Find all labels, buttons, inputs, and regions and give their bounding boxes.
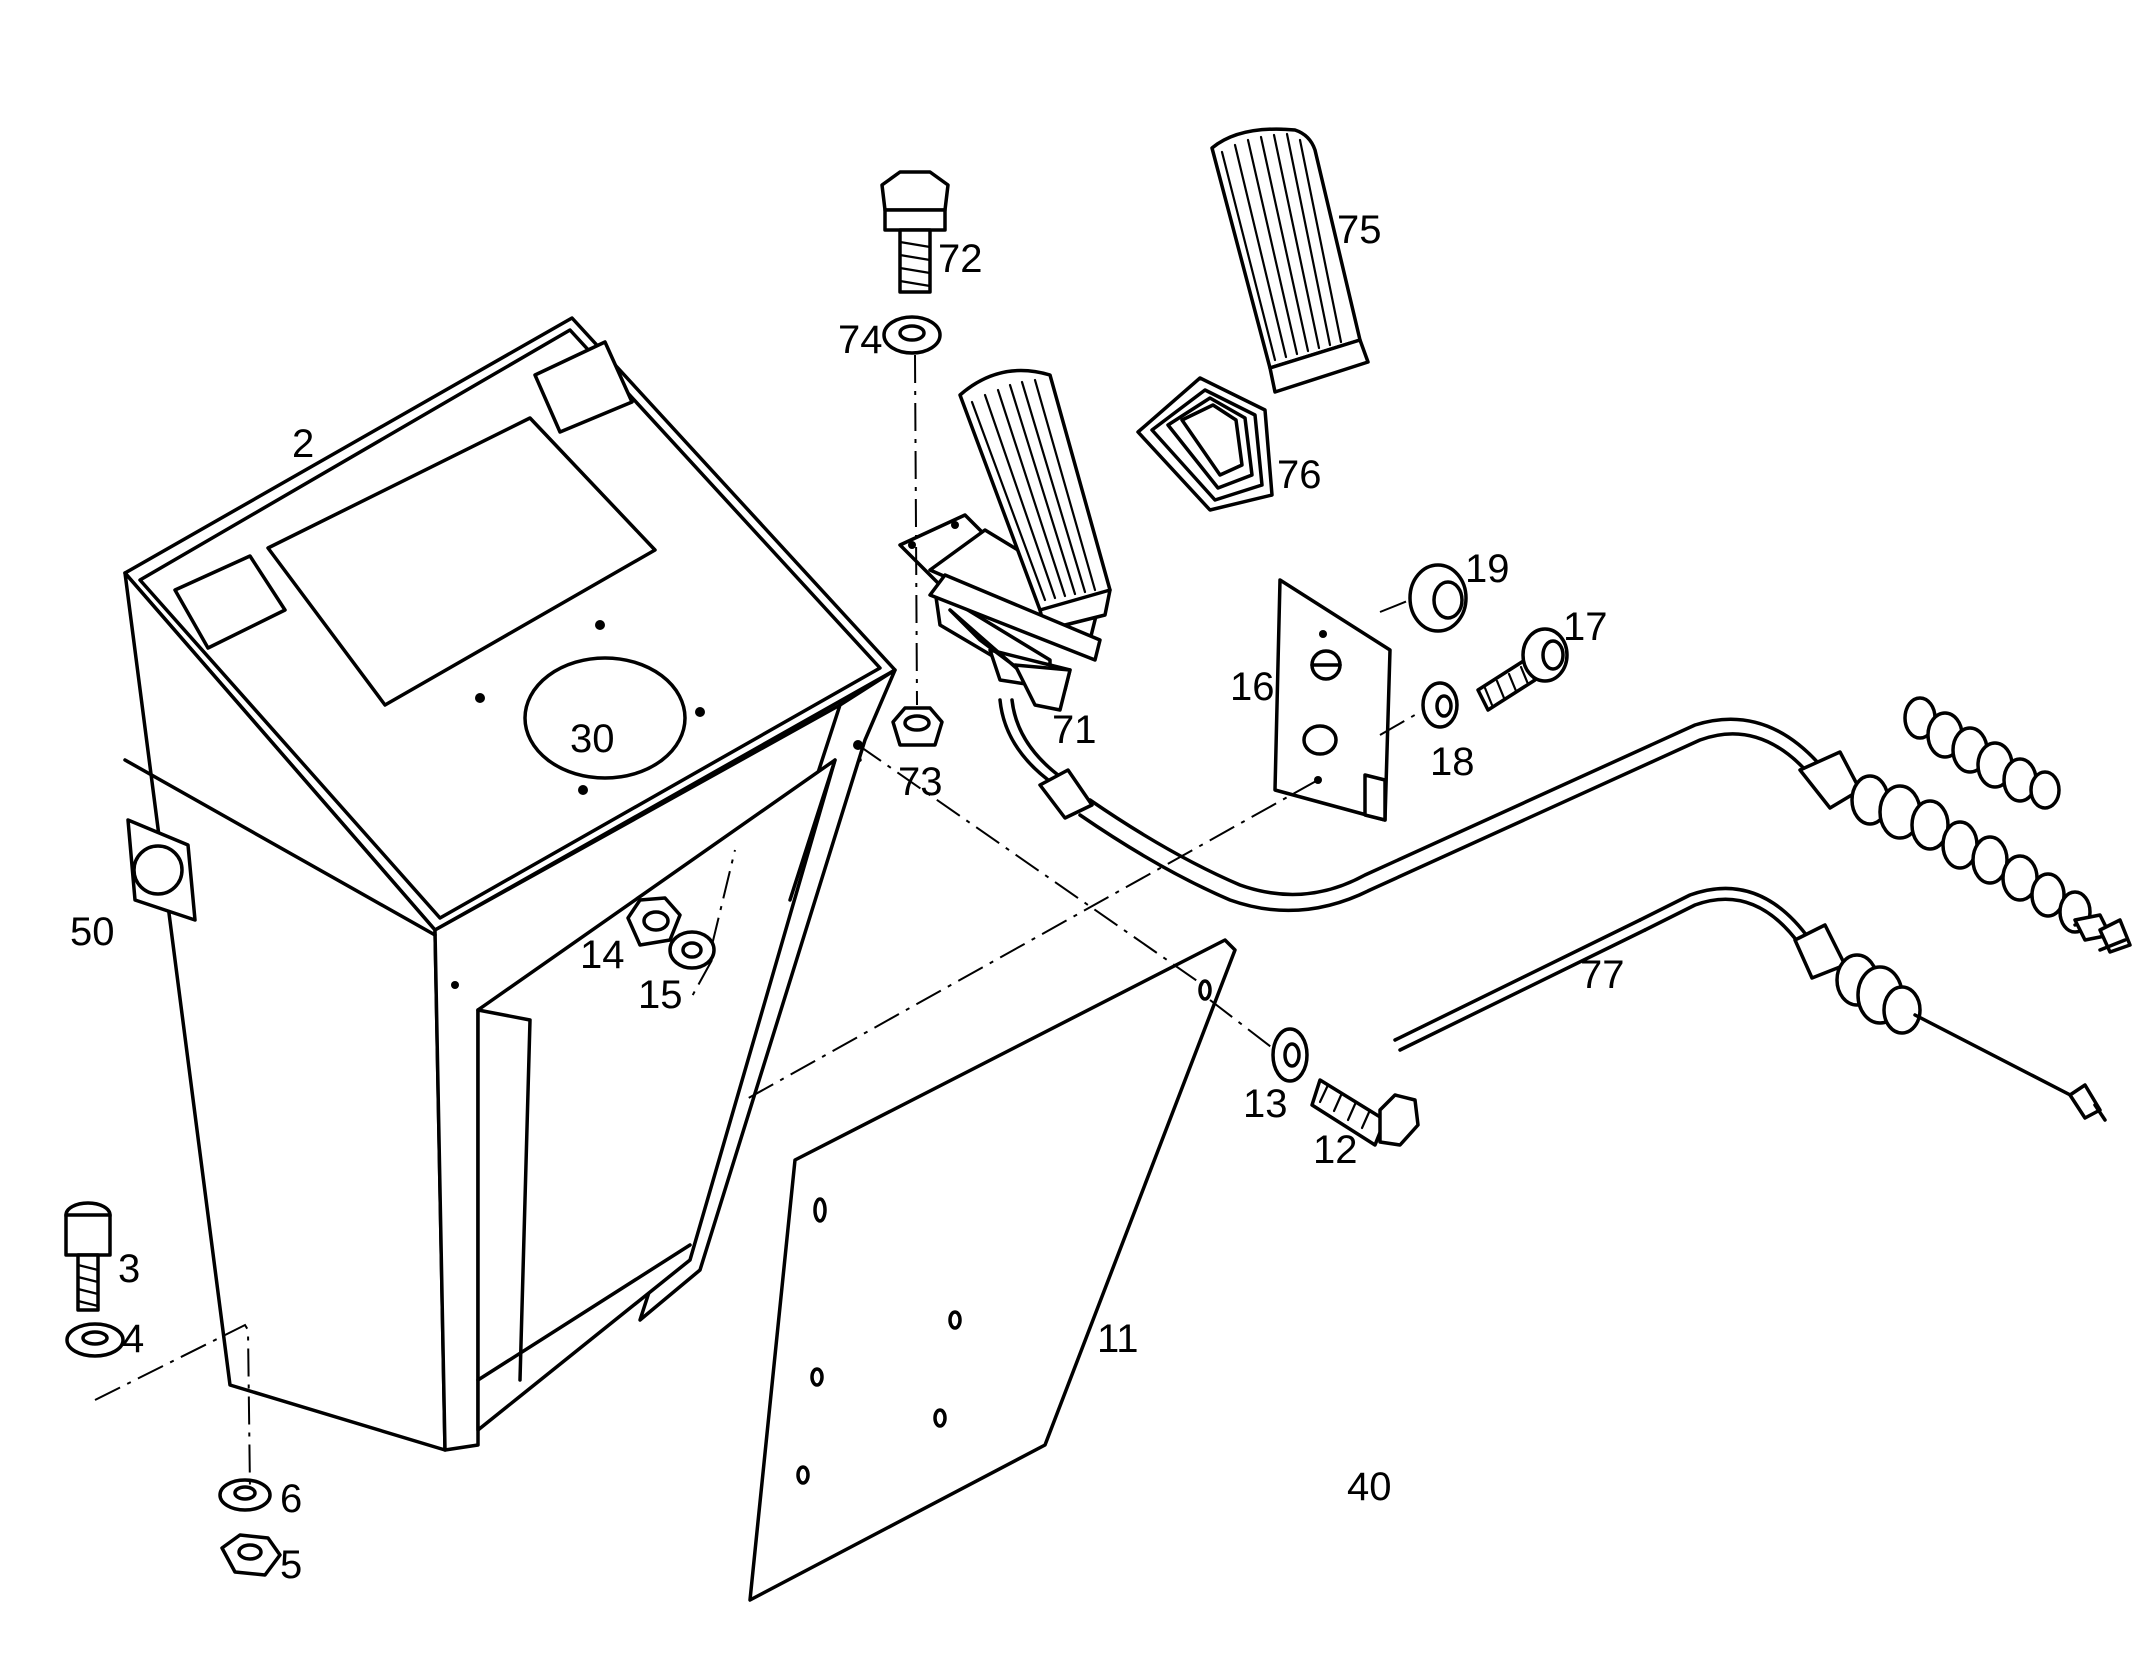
washer-part-6 xyxy=(218,1478,272,1512)
screw-part-17 xyxy=(1476,627,1569,712)
label-part-17: 17 xyxy=(1563,605,1608,649)
label-part-5: 5 xyxy=(280,1543,302,1587)
bolt-part-12 xyxy=(1310,1078,1420,1147)
cable-part-77 xyxy=(1393,886,2107,1122)
label-part-40: 40 xyxy=(1347,1465,1392,1509)
washer-part-74 xyxy=(882,315,942,355)
assembly-centre-lines xyxy=(689,354,1421,1101)
label-part-13: 13 xyxy=(1243,1082,1288,1126)
label-part-4: 4 xyxy=(122,1317,144,1361)
switch-part-50 xyxy=(126,818,197,922)
label-part-14: 14 xyxy=(580,933,625,977)
bolt-part-72 xyxy=(880,170,950,294)
label-part-77: 77 xyxy=(1580,953,1625,997)
washer-part-19 xyxy=(1408,563,1468,633)
label-part-75: 75 xyxy=(1337,208,1382,252)
pedal-cable xyxy=(998,698,1862,913)
label-part-76: 76 xyxy=(1277,453,1322,497)
label-part-72: 72 xyxy=(938,237,983,281)
label-part-2: 2 xyxy=(292,422,314,466)
mounting-plate-part-11 xyxy=(748,938,1237,1602)
rubber-boot-part-76 xyxy=(1136,376,1274,512)
label-part-18: 18 xyxy=(1430,740,1475,784)
label-part-19: 19 xyxy=(1465,547,1510,591)
label-part-74: 74 xyxy=(838,318,883,362)
screw-part-3 xyxy=(64,1201,112,1312)
bracket-part-16 xyxy=(1273,578,1392,822)
label-part-6: 6 xyxy=(280,1477,302,1521)
label-part-15: 15 xyxy=(638,973,683,1017)
nut-part-5 xyxy=(220,1533,282,1577)
label-part-3: 3 xyxy=(118,1247,140,1291)
washer-part-4 xyxy=(65,1322,125,1358)
washer-part-15 xyxy=(668,930,716,970)
throttle-pedal-part-71 xyxy=(898,368,1112,712)
pedal-pad-part-75 xyxy=(1210,127,1370,394)
cable-bellows xyxy=(1850,774,2132,954)
spare-bellows xyxy=(1903,696,2061,810)
label-part-12: 12 xyxy=(1313,1128,1358,1172)
nut-part-73 xyxy=(891,706,944,747)
label-part-30: 30 xyxy=(570,717,615,761)
label-part-73: 73 xyxy=(898,760,943,804)
part-labels: 2 3 4 5 6 11 12 13 14 15 16 17 18 19 30 … xyxy=(70,208,1625,1587)
nut-part-14 xyxy=(626,896,682,947)
label-part-11: 11 xyxy=(1097,1317,1139,1361)
label-part-16: 16 xyxy=(1230,665,1275,709)
washer-part-18 xyxy=(1421,681,1459,729)
label-part-71: 71 xyxy=(1052,708,1097,752)
label-part-50: 50 xyxy=(70,910,115,954)
control-box-housing xyxy=(123,316,897,1452)
washer-part-13 xyxy=(1271,1027,1309,1083)
